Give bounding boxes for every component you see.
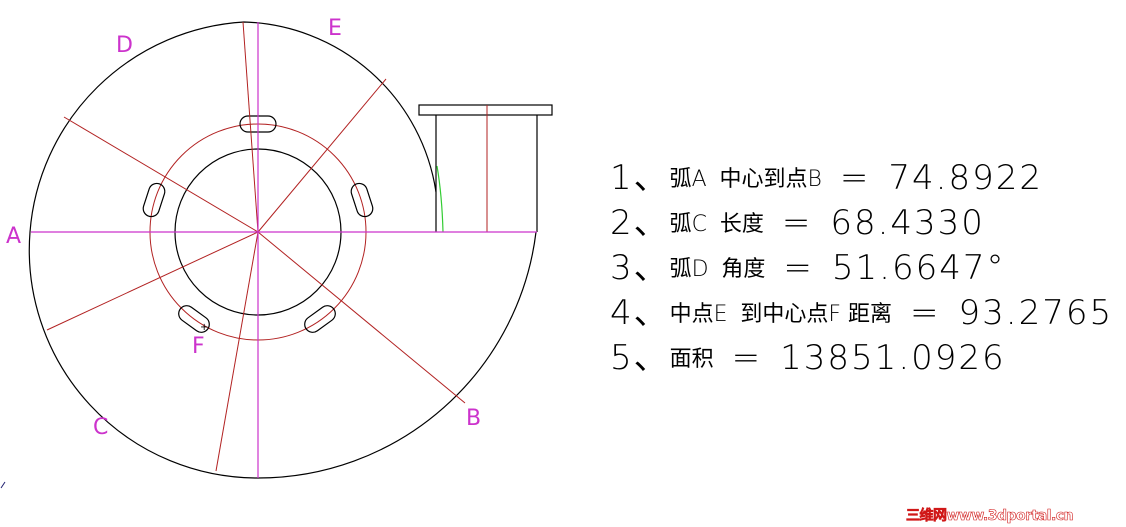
result-number: 2、: [610, 203, 670, 243]
result-label-detail: 中心到点B: [719, 167, 822, 192]
slot-bottom-left: [178, 305, 210, 333]
result-row-2: 2、弧C 长度 = 68.4330: [610, 201, 1113, 246]
result-value: 93.2765: [958, 293, 1114, 333]
result-label-detail: 长度: [719, 212, 764, 237]
result-value: 68.4330: [830, 203, 985, 243]
measurement-results: 1、弧A 中心到点B = 74.8922 2、弧C 长度 = 68.4330 3、弧D …: [610, 156, 1113, 381]
result-row-5: 5、面积 = 13851.0926: [610, 336, 1113, 381]
label-c: C: [93, 415, 108, 440]
label-f: F: [192, 334, 205, 359]
result-label-detail: 到中心点F 距离: [740, 302, 893, 327]
result-label: 弧C: [669, 212, 708, 237]
slot-right: [350, 182, 374, 218]
result-value: 74.8922: [888, 158, 1044, 198]
point-f-marker: +: [200, 322, 208, 333]
result-label: 弧A: [669, 167, 707, 192]
slot-left: [142, 182, 166, 218]
label-a: A: [6, 224, 21, 249]
label-e: E: [328, 16, 342, 41]
result-number: 4、: [610, 293, 670, 333]
volute-outline: [28, 21, 537, 479]
equals-sign: =: [781, 203, 813, 243]
equals-sign: =: [731, 338, 763, 378]
result-label-detail: 角度: [721, 257, 766, 282]
result-row-4: 4、中点E 到中心点F 距离 = 93.2765: [610, 291, 1113, 336]
equals-sign: =: [910, 293, 941, 333]
result-label: 中点E: [669, 302, 728, 327]
outlet-flange: [418, 104, 553, 116]
result-label: 弧D: [669, 257, 709, 282]
result-number: 5、: [610, 338, 670, 378]
equals-sign: =: [839, 158, 871, 198]
result-number: 3、: [610, 248, 670, 288]
result-row-3: 3、弧D 角度 = 51.6647°: [610, 246, 1113, 291]
result-value: 13851.0926: [780, 338, 1006, 378]
label-d: D: [116, 33, 133, 58]
result-label: 面积: [669, 347, 714, 372]
watermark: 三维网www.3dportal.cn: [906, 508, 1074, 525]
construction-lines: [46, 21, 466, 472]
slot-bottom-right: [304, 305, 336, 333]
result-number: 1、: [610, 158, 670, 198]
equals-sign: =: [783, 248, 814, 288]
ucs-mark: [0, 481, 6, 489]
label-b: B: [466, 406, 481, 431]
result-value: 51.6647°: [831, 248, 1006, 288]
highlight-arc: [436, 165, 444, 233]
result-row-1: 1、弧A 中心到点B = 74.8922: [610, 156, 1113, 201]
